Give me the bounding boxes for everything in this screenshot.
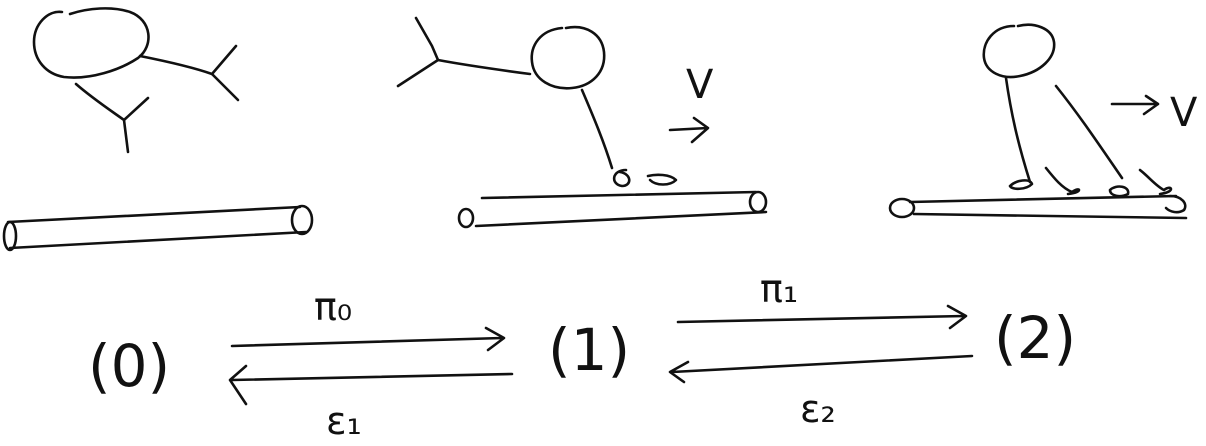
state-2-illustration: V <box>888 23 1198 220</box>
motor-leg-0 <box>74 82 130 154</box>
motor-fork-0a <box>210 44 240 102</box>
microtubule-1 <box>474 190 768 228</box>
motor-head-0 <box>32 7 150 79</box>
arrow-eps1 <box>228 364 514 406</box>
microtubule-0-end-right <box>290 204 314 236</box>
velocity-label-1: V <box>686 62 714 108</box>
motor-foot-2b <box>1044 166 1081 196</box>
motor-leg-1 <box>580 88 614 170</box>
rate-label-pi0: π₀ <box>314 285 352 329</box>
arrow-pi0 <box>230 326 506 352</box>
rate-label-eps1: ε₁ <box>326 399 362 443</box>
state-1-label: (1) <box>548 316 630 384</box>
velocity-arrow-1 <box>668 116 710 144</box>
state-0-illustration <box>2 7 314 252</box>
motor-tail-0 <box>138 54 214 76</box>
arrow-eps2 <box>668 354 974 384</box>
motor-leg-2a <box>1004 76 1032 184</box>
motor-fork-0b <box>122 96 150 122</box>
motor-leg-2b <box>1054 84 1124 180</box>
motor-foot-1a <box>612 168 631 188</box>
motor-foot-1b <box>646 173 678 186</box>
motor-head-2 <box>982 23 1056 79</box>
rate-label-pi1: π₁ <box>760 267 798 311</box>
velocity-label-2: V <box>1170 90 1198 136</box>
microtubule-2 <box>908 194 1188 220</box>
motor-foot-2c <box>1108 185 1130 198</box>
microtubule-2-end-left <box>888 197 916 219</box>
rate-label-eps2: ε₂ <box>800 387 836 431</box>
state-2-label: (2) <box>994 304 1076 372</box>
motor-foot-2a <box>1008 179 1034 191</box>
state-0-label: (0) <box>88 332 170 400</box>
microtubule-0-end-left <box>2 220 18 252</box>
motor-foot-2d <box>1138 168 1173 196</box>
arrow-pi1 <box>676 304 968 330</box>
microtubule-0 <box>6 205 308 250</box>
microtubule-2-end-right <box>1164 194 1187 214</box>
microtubule-1-end-left <box>457 207 475 229</box>
velocity-arrow-2 <box>1110 94 1160 116</box>
kinetic-scheme: (0) (1) (2) π₀ ε₁ π₁ ε₂ <box>88 267 1076 443</box>
microtubule-1-end-right <box>748 190 768 214</box>
motor-tail-1 <box>436 58 532 76</box>
motor-head-1 <box>530 25 606 90</box>
state-1-illustration: V <box>396 16 768 229</box>
motor-fork-1 <box>396 16 440 88</box>
